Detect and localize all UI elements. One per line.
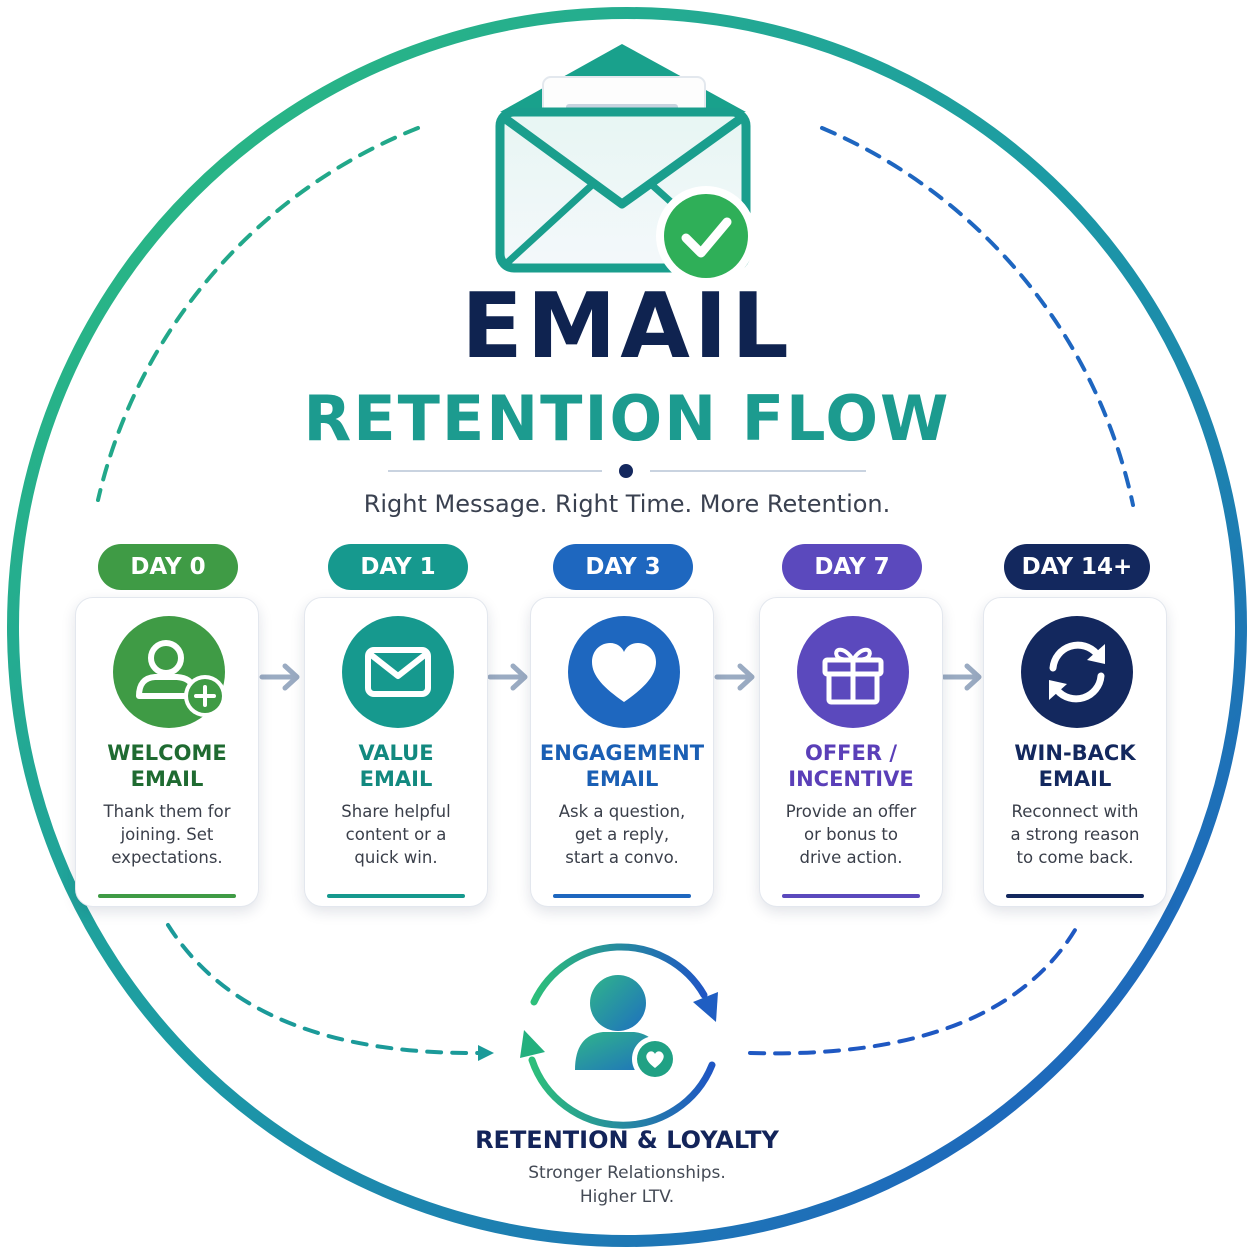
retention-cycle-icon [520, 943, 718, 1129]
envelope-icon [342, 616, 454, 728]
page-title: EMAIL [461, 274, 793, 379]
step-accent-bar [782, 894, 920, 898]
envelope-illustration [495, 44, 751, 273]
title-divider [388, 464, 866, 478]
dashed-arcs [96, 126, 1135, 1056]
flow-arrows [259, 663, 982, 691]
user-plus-icon [113, 616, 225, 728]
step-description: Ask a question,get a reply,start a convo… [558, 802, 686, 867]
check-badge-icon [656, 186, 756, 286]
arrow-head-left [478, 1045, 494, 1061]
refresh-icon [1021, 616, 1133, 728]
day-badge-1: DAY 1 [328, 544, 468, 590]
step-accent-bar [98, 894, 236, 898]
day-badge-3: DAY 7 [782, 544, 922, 590]
loyalty-description: Stronger Relationships.Higher LTV. [528, 1163, 726, 1207]
step-accent-bar [553, 894, 691, 898]
step-accent-bar [1006, 894, 1144, 898]
day-badge-0: DAY 0 [98, 544, 238, 590]
gift-icon [797, 616, 909, 728]
page-subtitle: RETENTION FLOW [303, 382, 951, 455]
loyalty-title: RETENTION & LOYALTY [475, 1126, 779, 1154]
day-badge-2: DAY 3 [553, 544, 693, 590]
day-badge-4: DAY 14+ [1004, 544, 1150, 590]
outer-ring [7, 7, 1247, 1247]
step-accent-bar [327, 894, 465, 898]
heart-icon [568, 616, 680, 728]
step-title: OFFER /INCENTIVE [788, 741, 914, 791]
tagline: Right Message. Right Time. More Retentio… [363, 490, 891, 518]
